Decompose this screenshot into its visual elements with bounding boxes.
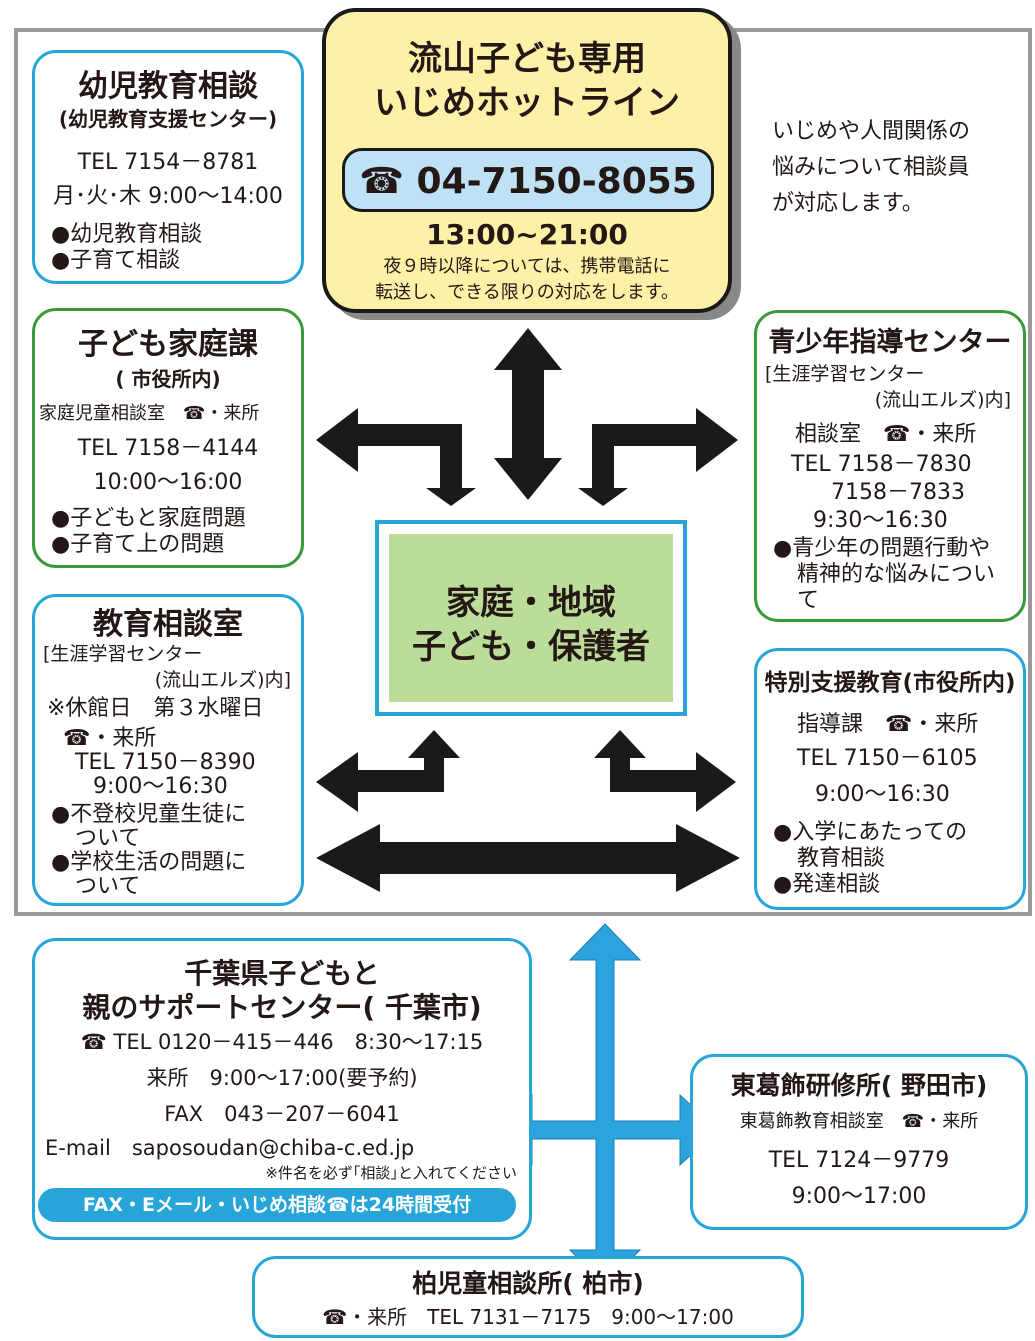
tokubetsu-title: 特別支援教育(市役所内) xyxy=(764,670,1016,696)
kyoiku-title: 教育相談室 xyxy=(93,607,243,642)
higashi-title: 東葛飾研修所( 野田市) xyxy=(730,1071,988,1100)
arrow-bottom-horizontal xyxy=(316,824,740,892)
kyoiku-box: 教育相談室 [生涯学習センター (流山エルズ)内] ※休館日 第３水曜日 ☎・来… xyxy=(32,594,304,906)
center-box: 家庭・地域 子ども・保護者 xyxy=(375,520,687,716)
intro-line-3: が対応します。 xyxy=(772,191,924,216)
kodomo-hours: 10:00～16:00 xyxy=(93,470,243,495)
youji-title: 幼児教育相談 xyxy=(78,69,258,104)
kashiwa-title: 柏児童相談所( 柏市) xyxy=(412,1269,644,1298)
seishonen-item-1b: 精神的な悩みについ xyxy=(797,562,996,587)
kyoiku-closed: ※休館日 第３水曜日 xyxy=(47,696,264,721)
chiba-24h-pill: FAX・Eメール・いじめ相談☎は24時間受付 xyxy=(38,1188,516,1222)
seishonen-sub-1: [生涯学習センター xyxy=(765,363,925,385)
youji-hours: 月･火･木 9:00～14:00 xyxy=(53,184,283,209)
kodomo-box: 子ども家庭課 ( 市役所内) 家庭児童相談室 ☎・来所 TEL 7158－414… xyxy=(32,308,304,568)
kyoiku-tel[interactable]: TEL 7150－8390 xyxy=(75,750,256,775)
kodomo-item-1: ●子どもと家庭問題 xyxy=(51,506,246,531)
hotline-note-2: 転送し、できる限りの対応をします。 xyxy=(375,282,679,303)
kodomo-sub: ( 市役所内) xyxy=(115,367,221,391)
seishonen-room: 相談室 ☎・来所 xyxy=(795,422,977,447)
chiba-tel[interactable]: ☎ TEL 0120－415－446 8:30～17:15 xyxy=(80,1030,484,1054)
youji-sub: (幼児教育支援センター) xyxy=(58,107,278,131)
tokubetsu-item-1b: 教育相談 xyxy=(797,846,886,871)
kodomo-tel[interactable]: TEL 7158－4144 xyxy=(77,436,259,461)
arrow-lower-right xyxy=(594,730,736,812)
seishonen-title: 青少年指導センター xyxy=(768,327,1012,358)
kyoiku-sub-2: (流山エルズ)内] xyxy=(154,669,291,691)
kyoiku-hours: 9:00～16:30 xyxy=(93,774,228,799)
seishonen-item-1c: て xyxy=(797,588,820,613)
chiba-title-2: 親のサポートセンター( 千葉市) xyxy=(82,991,482,1024)
higashi-room: 東葛飾教育相談室 ☎・来所 xyxy=(739,1111,979,1132)
seishonen-tel-2[interactable]: 7158－7833 xyxy=(831,480,965,505)
tokubetsu-box: 特別支援教育(市役所内) 指導課 ☎・来所 TEL 7150－6105 9:00… xyxy=(754,648,1026,910)
tokubetsu-item-2: ●発達相談 xyxy=(773,872,881,897)
hotline-title-2: いじめホットライン xyxy=(374,83,680,123)
higashi-tel[interactable]: TEL 7124－9779 xyxy=(768,1148,950,1173)
kyoiku-item-2b: ついて xyxy=(75,874,141,899)
kodomo-item-2: ●子育て上の問題 xyxy=(51,532,225,557)
chiba-note: ※件名を必ず｢相談｣と入れてください xyxy=(265,1165,517,1182)
chiba-fax[interactable]: FAX 043－207－6041 xyxy=(164,1102,400,1126)
youji-tel[interactable]: TEL 7154－8781 xyxy=(77,150,259,175)
intro-text: いじめや人間関係の 悩みについて相談員 が対応します。 xyxy=(772,120,1012,230)
youji-box: 幼児教育相談 (幼児教育支援センター) TEL 7154－8781 月･火･木 … xyxy=(32,50,304,284)
chiba-title-1: 千葉県子どもと xyxy=(184,957,380,990)
intro-line-2: 悩みについて相談員 xyxy=(772,155,970,180)
kyoiku-item-1b: ついて xyxy=(75,826,141,851)
kodomo-title: 子ども家庭課 xyxy=(78,327,258,362)
arrow-upper-right xyxy=(578,408,738,506)
higashi-box: 東葛飾研修所( 野田市) 東葛飾教育相談室 ☎・来所 TEL 7124－9779… xyxy=(690,1054,1028,1230)
arrow-lower-left xyxy=(316,730,460,812)
kashiwa-box: 柏児童相談所( 柏市) ☎・来所 TEL 7131－7175 9:00～17:0… xyxy=(252,1256,804,1338)
hotline-phone-pill[interactable]: ☎ 04-7150-8055 xyxy=(342,148,714,212)
hotline-title-1: 流山子ども専用 xyxy=(408,39,646,79)
chiba-note-text: ※件名を必ず｢相談｣と入れてください xyxy=(265,1164,517,1182)
seishonen-sub-2: (流山エルズ)内] xyxy=(874,389,1011,411)
center-inner: 家庭・地域 子ども・保護者 xyxy=(389,534,673,702)
seishonen-item-1a: ●青少年の問題行動や xyxy=(773,536,991,561)
hotline-box: 流山子ども専用 いじめホットライン ☎ 04-7150-8055 13:00~2… xyxy=(322,8,732,313)
arrow-upper-left xyxy=(316,408,476,506)
kodomo-room: 家庭児童相談室 ☎・来所 xyxy=(39,403,260,424)
center-line-2: 子ども・保護者 xyxy=(412,627,650,667)
higashi-hours: 9:00～17:00 xyxy=(791,1184,927,1209)
tokubetsu-room: 指導課 ☎・来所 xyxy=(797,712,979,737)
kashiwa-info[interactable]: ☎・来所 TEL 7131－7175 9:00～17:00 xyxy=(322,1305,734,1329)
youji-item-2: ●子育て相談 xyxy=(51,248,181,273)
chiba-visit: 来所 9:00～17:00(要予約) xyxy=(146,1066,418,1090)
hotline-phone[interactable]: ☎ 04-7150-8055 xyxy=(359,161,697,202)
arrow-vertical-center xyxy=(494,328,562,500)
youji-item-1: ●幼児教育相談 xyxy=(51,222,203,247)
tokubetsu-item-1a: ●入学にあたっての xyxy=(773,820,968,845)
tokubetsu-tel[interactable]: TEL 7150－6105 xyxy=(797,746,978,771)
hotline-hours: 13:00~21:00 xyxy=(426,218,628,251)
tokubetsu-hours: 9:00～16:30 xyxy=(815,782,950,807)
seishonen-tel-1[interactable]: TEL 7158－7830 xyxy=(791,452,972,477)
hotline-note-1: 夜９時以降については、携帯電話に xyxy=(383,256,671,277)
kyoiku-contact: ☎・来所 xyxy=(63,726,157,751)
kyoiku-item-1a: ●不登校児童生徒に xyxy=(51,802,247,827)
chiba-email[interactable]: E-mail saposoudan@chiba-c.ed.jp xyxy=(45,1136,415,1160)
seishonen-box: 青少年指導センター [生涯学習センター (流山エルズ)内] 相談室 ☎・来所 T… xyxy=(754,310,1026,622)
kyoiku-sub-1: [生涯学習センター xyxy=(43,643,203,665)
seishonen-hours: 9:30～16:30 xyxy=(813,508,948,533)
intro-line-1: いじめや人間関係の xyxy=(772,119,971,144)
center-line-1: 家庭・地域 xyxy=(446,583,616,623)
kyoiku-item-2a: ●学校生活の問題に xyxy=(51,850,247,875)
